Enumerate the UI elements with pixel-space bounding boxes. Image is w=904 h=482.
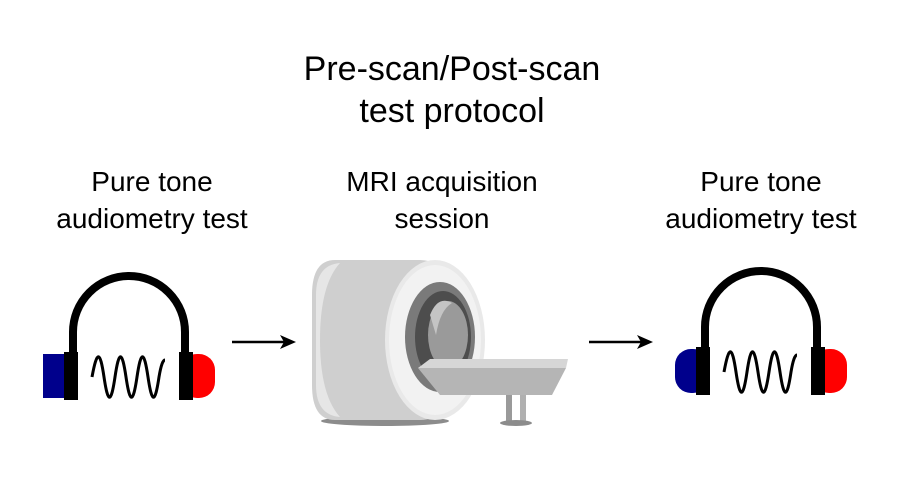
patient-bed (418, 368, 566, 395)
step-label-post-scan: Pure tone audiometry test (611, 163, 904, 237)
title-line-1: Pre-scan/Post-scan (303, 50, 601, 88)
step-label-line-2: audiometry test (56, 203, 248, 234)
diagram-title: Pre-scan/Post-scan test protocol (0, 48, 904, 132)
headphones-icon (43, 272, 215, 400)
step-label-mri: MRI acquisition session (292, 163, 592, 237)
sound-wave (90, 355, 166, 399)
title-line-2: test protocol (359, 92, 545, 130)
step-label-pre-scan: Pure tone audiometry test (2, 163, 302, 237)
mri-scanner-icon (312, 260, 568, 426)
right-earcup-cushion (179, 352, 193, 400)
step-label-line-2: audiometry test (665, 203, 857, 234)
step-label-line-1: Pure tone (91, 166, 213, 197)
sound-wave (722, 350, 798, 394)
step-label-line-1: MRI acquisition (346, 166, 538, 197)
left-earcup-cushion (64, 352, 78, 400)
arrow-right-icon (589, 335, 653, 349)
step-label-line-2: session (394, 203, 490, 234)
arrow-right-icon (232, 335, 296, 349)
headphones-icon (675, 267, 847, 395)
step-label-line-1: Pure tone (700, 166, 822, 197)
left-earcup-cushion (696, 347, 710, 395)
right-earcup-cushion (811, 347, 825, 395)
